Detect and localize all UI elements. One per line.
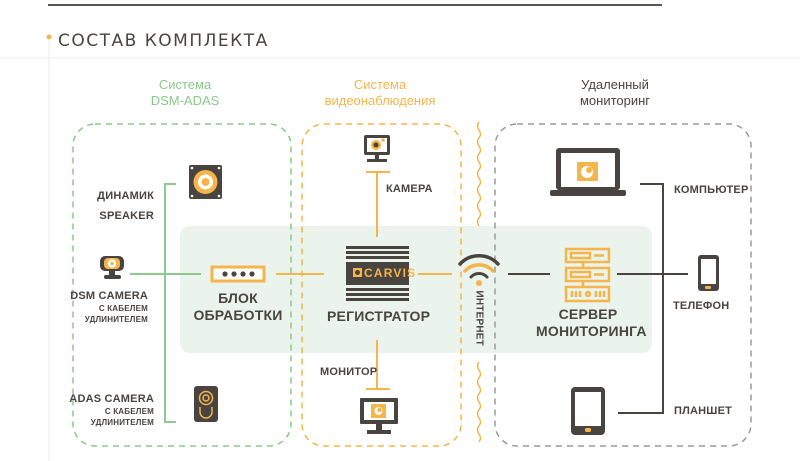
group-header-video-line2: видеонаблюдения [324, 93, 436, 108]
adas-camera-label-line1: ADAS CAMERA [69, 393, 154, 405]
adas-camera-label-line3: УДЛИНИТЕЛЕМ [90, 418, 154, 427]
speaker-label-line1: ДИНАМИК [97, 190, 154, 202]
recorder-label: РЕГИСТРАТОР [327, 308, 431, 324]
speaker-icon [189, 165, 222, 199]
phone-icon [698, 255, 719, 291]
monitor-icon [360, 398, 398, 434]
camera-label: КАМЕРА [386, 183, 433, 195]
processing-unit-icon [210, 265, 266, 283]
group-header-video-line1: Система [353, 77, 407, 92]
processing-unit-label-line2: ОБРАБОТКИ [193, 307, 283, 323]
group-box-remote [494, 123, 752, 447]
group-header-remote: Удаленный мониторинг [555, 77, 675, 109]
server-label-line1: СЕРВЕР [558, 306, 618, 322]
server-label-line2: МОНИТОРИНГА [536, 323, 647, 339]
webcam-icon [100, 256, 124, 279]
dsm-camera-label-line1: DSM CAMERA [70, 290, 148, 302]
tablet-icon [571, 387, 605, 435]
group-header-video: Система видеонаблюдения [310, 77, 450, 109]
recorder-icon [346, 246, 409, 301]
processing-unit-label-line1: БЛОК [218, 290, 258, 306]
group-header-remote-line2: мониторинг [579, 93, 651, 108]
dsm-camera-label-line2: С КАБЕЛЕМ [98, 304, 148, 313]
computer-label: КОМПЬЮТЕР [674, 184, 749, 196]
adas-camera-label: ADAS CAMERA С КАБЕЛЕМ УДЛИНИТЕЛЕМ [69, 392, 154, 428]
group-box-video [301, 123, 462, 447]
recorder-brand: CARVIS [364, 266, 417, 280]
group-header-dsm-adas: Система DSM-ADAS [130, 77, 240, 109]
group-header-dsm-adas-line2: DSM-ADAS [150, 93, 220, 108]
processing-unit-label: БЛОК ОБРАБОТКИ [188, 290, 288, 324]
camera-icon [364, 135, 390, 162]
speaker-label: ДИНАМИК SPEAKER [97, 186, 154, 226]
tablet-label: ПЛАНШЕТ [674, 405, 733, 417]
server-label: СЕРВЕР МОНИТОРИНГА [536, 306, 647, 340]
core-panel [180, 226, 652, 353]
wifi-icon [458, 254, 500, 286]
speaker-label-line2: SPEAKER [99, 210, 154, 222]
dsm-camera-label-line3: УДЛИНИТЕЛЕМ [84, 315, 148, 324]
adas-camera-label-line2: С КАБЕЛЕМ [104, 407, 154, 416]
internet-label: ИНТЕРНЕТ [473, 290, 485, 346]
internet-wave-top [476, 121, 482, 227]
connector-speaker [164, 183, 176, 423]
phone-label: ТЕЛЕФОН [673, 300, 730, 312]
group-header-dsm-adas-line1: Система [158, 77, 212, 92]
adas-camera-icon [194, 386, 218, 422]
section-bullet [46, 34, 52, 40]
connector-remote-bus [618, 183, 664, 414]
laptop-icon [550, 148, 626, 196]
section-title: СОСТАВ КОМПЛЕКТА [58, 31, 269, 51]
dsm-camera-label: DSM CAMERA С КАБЕЛЕМ УДЛИНИТЕЛЕМ [70, 289, 148, 325]
group-box-dsm-adas [72, 123, 292, 447]
group-header-remote-line1: Удаленный [581, 77, 649, 92]
server-icon [564, 247, 611, 303]
monitor-label: МОНИТОР [320, 366, 378, 378]
internet-wave-bottom [476, 361, 482, 443]
